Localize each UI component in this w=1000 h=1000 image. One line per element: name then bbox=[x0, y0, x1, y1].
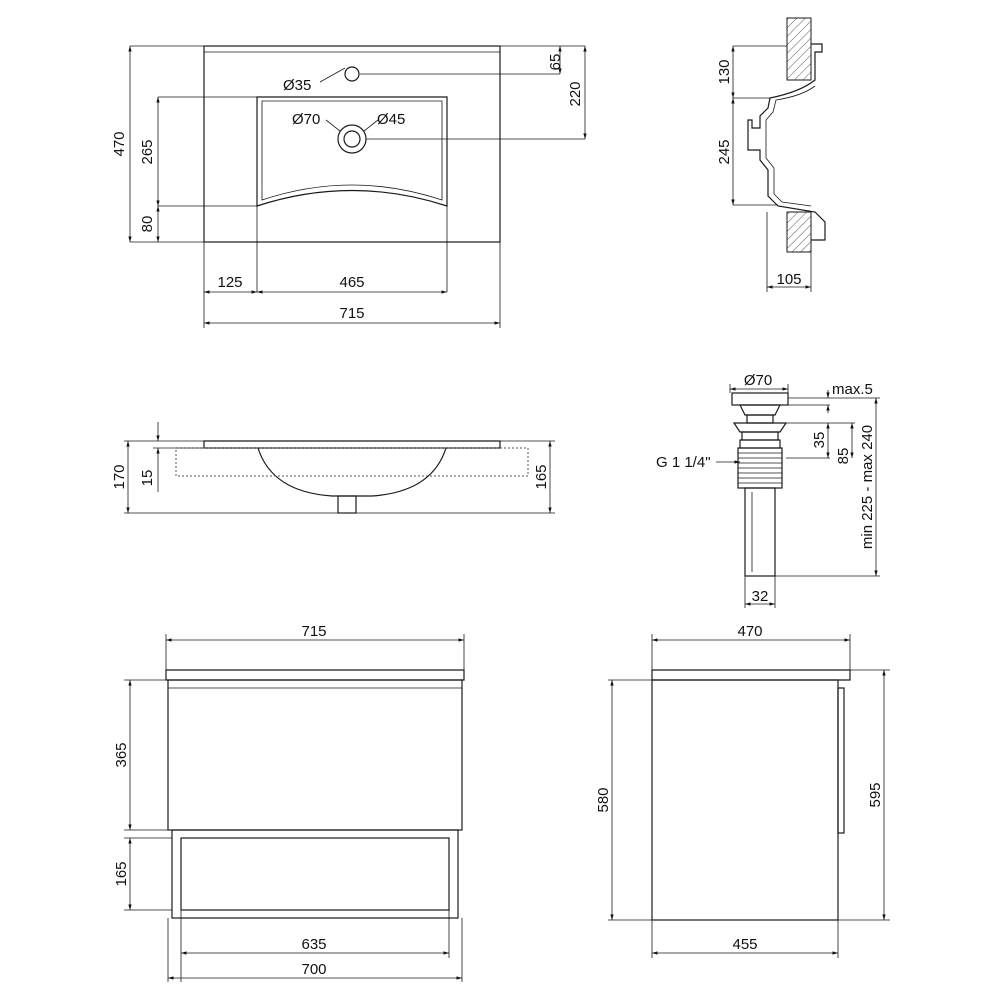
bowl-curve bbox=[257, 447, 447, 497]
dim-overall-depth: 470 bbox=[111, 131, 128, 156]
label-overflow: Ø70 bbox=[292, 111, 320, 128]
dim-bowl-width: 465 bbox=[339, 274, 364, 291]
cabinet-side: 470 580 595 455 bbox=[595, 623, 890, 958]
dim-inner-width: 635 bbox=[301, 936, 326, 953]
basin-rim bbox=[203, 440, 501, 449]
cabinet-hidden bbox=[175, 447, 529, 477]
basin-outline bbox=[203, 45, 501, 243]
dim-total-height: 170 bbox=[111, 464, 128, 489]
front-view: 170 15 165 bbox=[111, 422, 555, 514]
dim-total-height: 595 bbox=[867, 782, 884, 807]
drawer-front bbox=[167, 679, 463, 831]
thread bbox=[737, 447, 783, 489]
dim-shelf-height: 165 bbox=[113, 861, 130, 886]
open-shelf bbox=[171, 829, 459, 919]
dim-pipe: 32 bbox=[752, 588, 769, 605]
dim-body-depth: 455 bbox=[732, 936, 757, 953]
dim-overall-width: 715 bbox=[339, 305, 364, 322]
drain-cap bbox=[731, 392, 789, 406]
dim-drain-from-back: 220 bbox=[567, 81, 584, 106]
cabinet-front: 715 365 165 635 700 bbox=[113, 623, 465, 982]
wall-upper bbox=[786, 17, 812, 81]
side-section: 130 245 105 bbox=[716, 17, 826, 292]
side-body bbox=[651, 679, 839, 921]
dim-h2: 85 bbox=[835, 448, 852, 465]
side-top-slab bbox=[651, 669, 851, 681]
label-drain: Ø45 bbox=[377, 111, 405, 128]
dim-top-depth: 470 bbox=[737, 623, 762, 640]
label-cap: Ø70 bbox=[744, 372, 772, 389]
dim-body-height: 580 bbox=[595, 787, 612, 812]
dim-depth: 105 bbox=[776, 271, 801, 288]
dim-tap-offset: 65 bbox=[547, 54, 564, 71]
wall-lower bbox=[786, 211, 812, 253]
drain-stub bbox=[337, 495, 357, 514]
drawer-edge bbox=[837, 687, 845, 834]
dim-bowl-length: 265 bbox=[139, 139, 156, 164]
basin-profile bbox=[747, 43, 826, 241]
dim-upper-height: 130 bbox=[716, 59, 733, 84]
drain-outer bbox=[337, 124, 367, 154]
dim-lower-height: 245 bbox=[716, 139, 733, 164]
label-thread: G 1 1/4" bbox=[656, 454, 711, 471]
dim-side-margin: 125 bbox=[217, 274, 242, 291]
bowl-outline bbox=[256, 96, 448, 207]
dim-front-margin: 80 bbox=[139, 216, 156, 233]
dim-range: min 225 - max 240 bbox=[859, 425, 876, 549]
dim-body-width: 700 bbox=[301, 961, 326, 978]
siphon-detail: Ø70 max.5 G 1 1/4" 35 85 min 225 - max 2… bbox=[656, 372, 880, 608]
label-tap-hole: Ø35 bbox=[283, 77, 311, 94]
label-lift: max.5 bbox=[832, 381, 873, 398]
dim-top-width: 715 bbox=[301, 623, 326, 640]
drain-pipe bbox=[744, 487, 776, 577]
top-view: 470 265 80 65 220 Ø35 Ø70 Ø45 125 465 71… bbox=[111, 45, 587, 328]
tap-hole bbox=[344, 66, 360, 82]
dim-drawer-height: 365 bbox=[113, 742, 130, 767]
dim-h1: 35 bbox=[811, 432, 828, 449]
drain-inner bbox=[343, 130, 361, 148]
dim-rim: 15 bbox=[139, 470, 156, 487]
top-slab bbox=[165, 669, 465, 681]
dim-bowl-depth: 165 bbox=[533, 464, 550, 489]
